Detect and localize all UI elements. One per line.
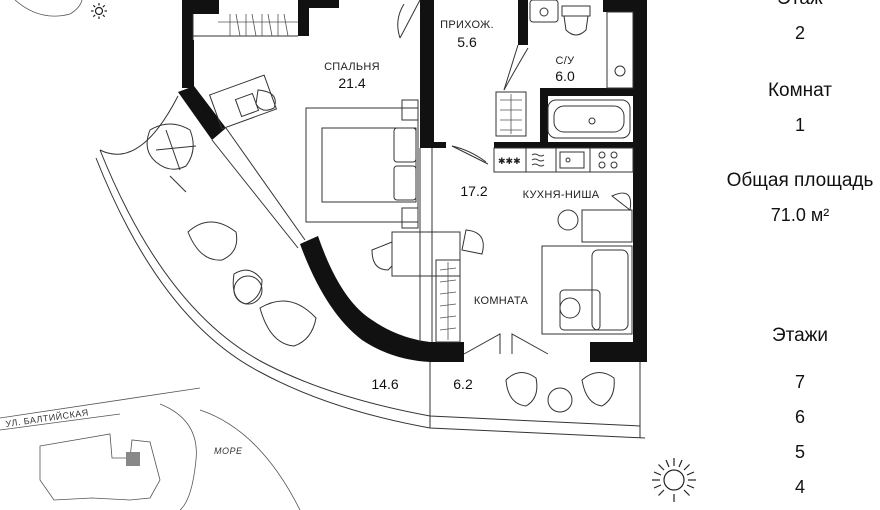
- room-label-hallway: ПРИХОЖ.: [440, 19, 494, 31]
- location-map: [0, 387, 301, 510]
- room-area-hallway: 5.6: [457, 34, 477, 50]
- stove-marks: ✱✱✱: [498, 156, 521, 166]
- rooms-label: Комнат: [767, 80, 833, 101]
- floor-label: Этаж: [700, 0, 880, 10]
- plan-lines: [95, 0, 646, 439]
- room-area-bedroom: 21.4: [338, 75, 365, 91]
- street-label: УЛ. БАЛТИЙСКАЯ: [5, 406, 90, 429]
- area-value: 71.0 м²: [770, 205, 830, 225]
- compass-sun-icon: [652, 458, 696, 502]
- floor-option-6[interactable]: 6: [794, 407, 805, 427]
- floors-label: Этажи: [771, 325, 829, 346]
- floor-option-5[interactable]: 5: [794, 442, 805, 462]
- floor-option-7[interactable]: 7: [794, 372, 805, 392]
- room-label-bedroom: СПАЛЬНЯ: [324, 61, 380, 73]
- room-area-bathroom: 6.0: [555, 68, 575, 84]
- walls: [178, 0, 647, 362]
- area-label: Общая площадь: [726, 170, 874, 191]
- map-corner-arc: [14, 0, 83, 17]
- room-label-bathroom: С/У: [556, 55, 576, 67]
- room-labels: СПАЛЬНЯ 21.4 ПРИХОЖ. 5.6 С/У 6.0 КУХНЯ-Н…: [324, 19, 600, 392]
- room-area-kitchen: 17.2: [460, 183, 487, 199]
- info-panel: Этаж 2 Комнат 1 Общая площадь 71.0 м² Эт…: [700, 0, 880, 510]
- room-area-balcony-large: 14.6: [371, 376, 398, 392]
- floor-value: 2: [794, 23, 805, 43]
- room-area-balcony-small: 6.2: [453, 376, 473, 392]
- sun-icon: [91, 3, 107, 19]
- floor-option-4[interactable]: 4: [794, 477, 805, 497]
- room-label-living: КОМНАТА: [474, 295, 529, 307]
- floor-plan: ✱✱✱ СПАЛЬНЯ 21.4 ПРИХОЖ. 5.6 С/У 6.0 КУХ…: [0, 0, 700, 510]
- room-label-kitchen: КУХНЯ-НИША: [523, 189, 600, 201]
- sea-label: МОРЕ: [214, 446, 243, 456]
- rooms-value: 1: [794, 115, 805, 135]
- building-marker: [126, 452, 140, 466]
